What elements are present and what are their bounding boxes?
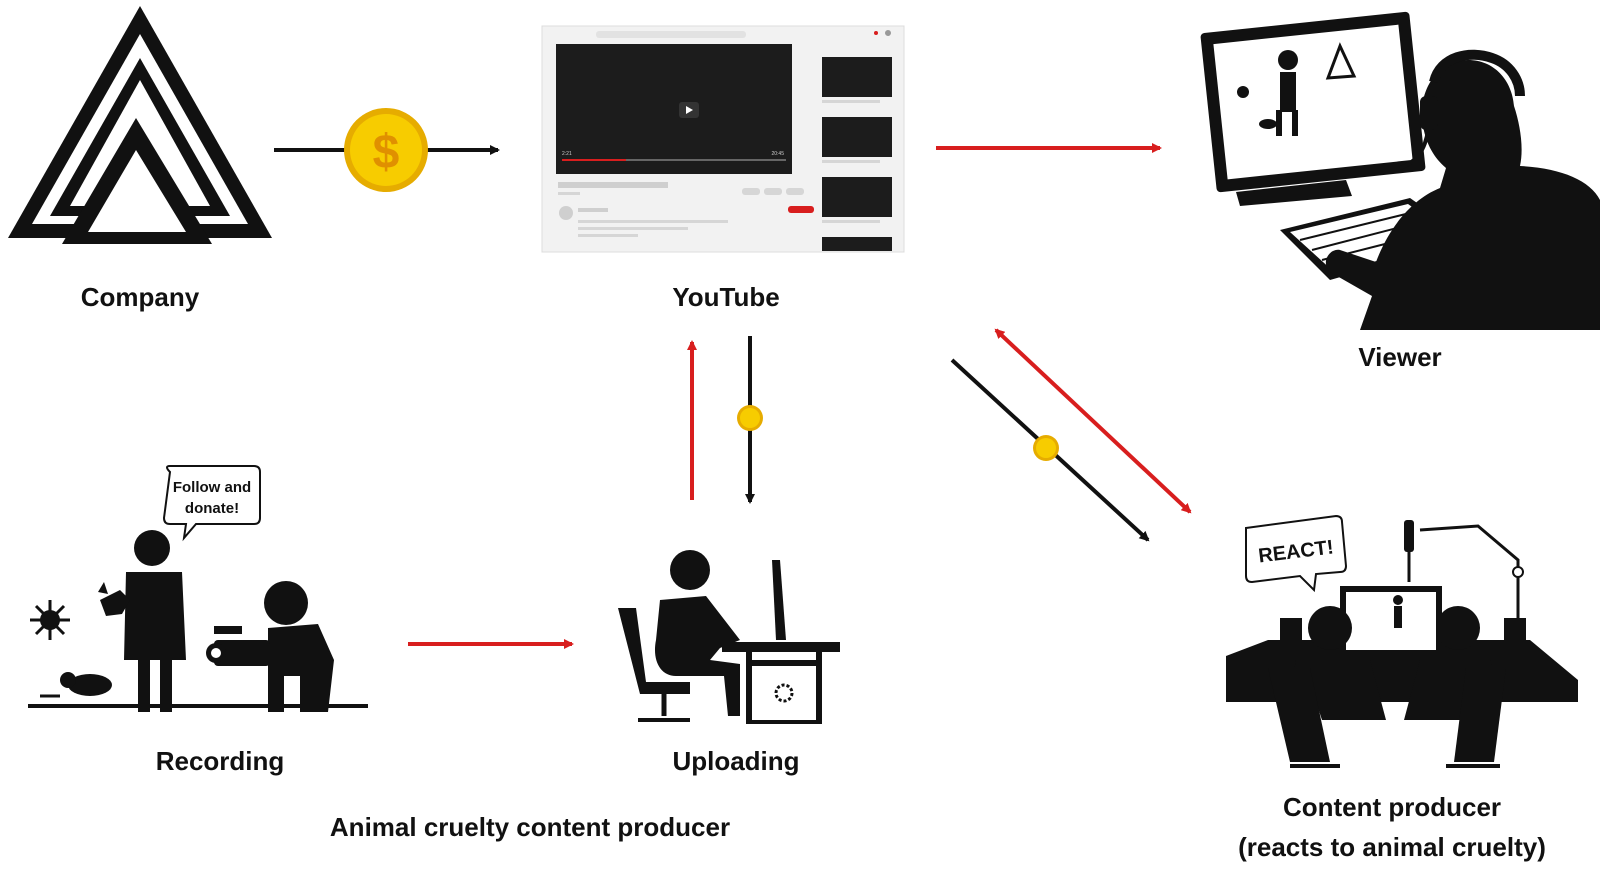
label-animal-producer: Animal cruelty content producer	[329, 812, 731, 842]
coin-symbol: $	[373, 126, 400, 179]
label-uploading: Uploading	[672, 746, 800, 776]
uploading-illustration	[618, 550, 840, 724]
coin-icon	[1033, 435, 1059, 461]
label-content-producer: Content producer	[1282, 792, 1502, 822]
video-current-time: 2:21	[562, 151, 572, 157]
viewer-illustration	[1200, 11, 1600, 330]
label-youtube: YouTube	[672, 282, 780, 312]
coin-icon	[737, 405, 763, 431]
bubble-follow-line2: donate!	[185, 500, 239, 517]
label-recording: Recording	[155, 746, 285, 776]
recording-illustration	[28, 530, 368, 712]
bubble-follow-line1: Follow and	[173, 479, 251, 496]
reactor-illustration	[1226, 520, 1578, 768]
label-viewer: Viewer	[1358, 342, 1442, 372]
label-company: Company	[80, 282, 200, 312]
video-total-time: 20:45	[771, 151, 784, 157]
company-logo-icon	[8, 6, 272, 244]
speech-bubble-follow: Follow and donate!	[162, 465, 261, 542]
arrow-reactor-youtube-bidirectional	[994, 328, 1192, 514]
label-content-producer-sub: (reacts to animal cruelty)	[1238, 832, 1546, 862]
youtube-screenshot: 2:21 20:45	[541, 25, 905, 253]
coin-icon: $	[344, 108, 428, 192]
speech-bubble-react: REACT!	[1245, 514, 1348, 593]
